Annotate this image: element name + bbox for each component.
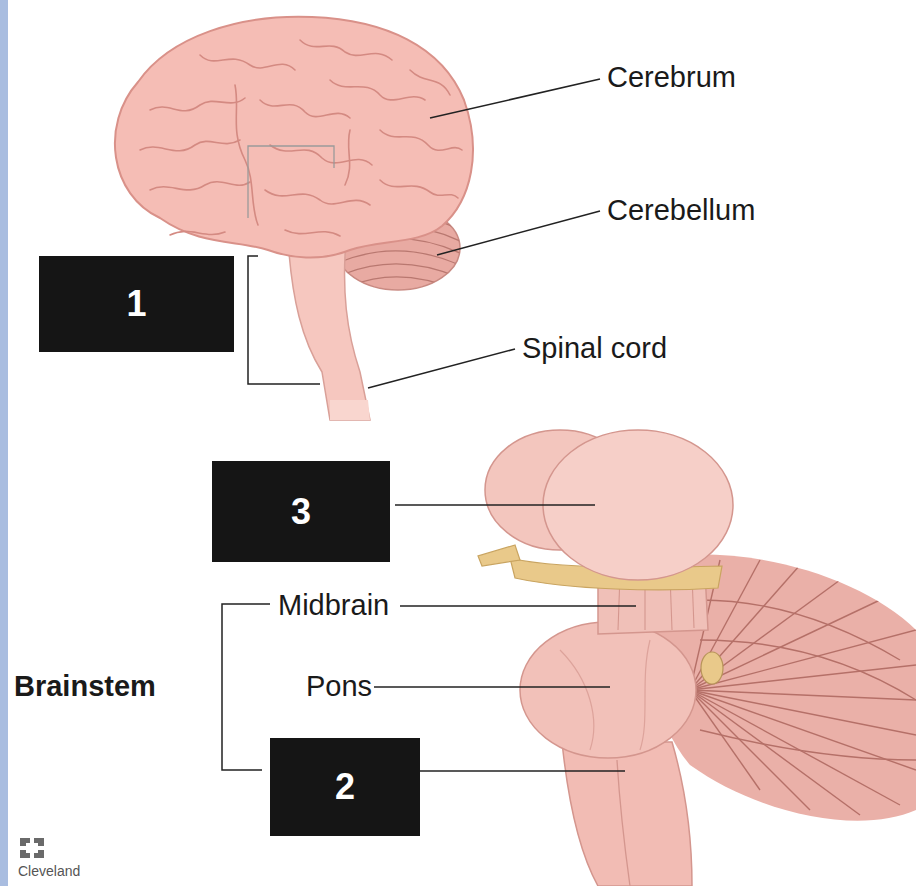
- part-label: Midbrain: [278, 590, 389, 622]
- side-strip: [0, 0, 8, 886]
- upper-brain: [115, 17, 473, 420]
- callout-box: 1: [39, 256, 234, 352]
- callout-number: 3: [291, 494, 311, 530]
- part-name: Pons: [306, 670, 372, 702]
- part-name: Cerebrum: [607, 61, 736, 93]
- leader-lines: [222, 79, 636, 771]
- logo-symbol: [18, 836, 46, 860]
- callout-number: 1: [126, 286, 146, 322]
- part-name: Cerebellum: [607, 194, 755, 226]
- part-name: Cleveland: [18, 863, 80, 879]
- callout-box: 2: [270, 738, 420, 836]
- part-name: Spinal cord: [522, 332, 667, 364]
- part-label: Pons: [306, 671, 372, 703]
- part-name: Brainstem: [14, 670, 156, 702]
- part-label: Cerebrum: [607, 62, 736, 94]
- part-label: Brainstem: [14, 671, 156, 703]
- callout-box: 3: [212, 461, 390, 562]
- part-label: Cleveland: [18, 862, 80, 880]
- part-label: Spinal cord: [522, 333, 667, 365]
- callout-number: 2: [335, 769, 355, 805]
- part-name: Midbrain: [278, 589, 389, 621]
- part-label: Cerebellum: [607, 195, 755, 227]
- lower-brainstem: [478, 430, 916, 886]
